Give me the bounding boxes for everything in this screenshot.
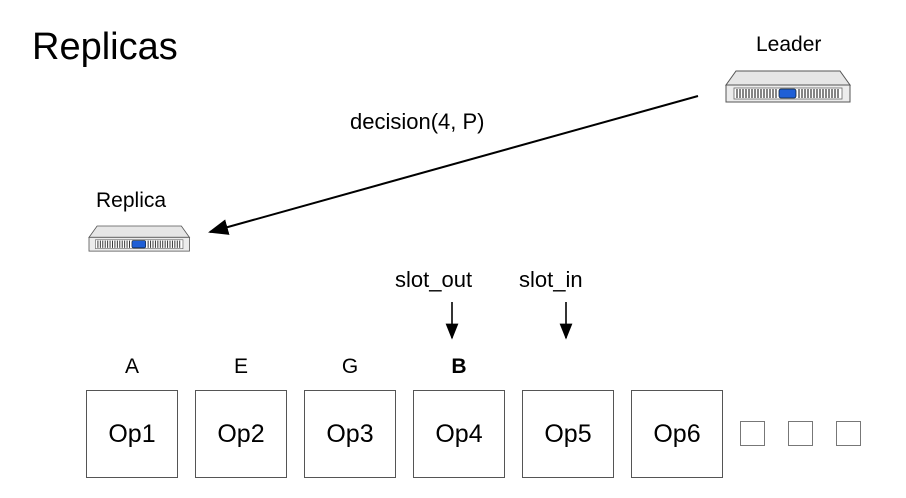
- empty-slot-box: [836, 421, 861, 446]
- empty-slot-box: [740, 421, 765, 446]
- decision-arrow: [208, 95, 699, 235]
- leader-server-icon: [725, 70, 851, 103]
- slot-command-label: B: [451, 355, 467, 378]
- slot-box: Op3: [304, 390, 396, 478]
- replica-label: Replica: [96, 189, 167, 212]
- replica-server-icon: [88, 225, 190, 252]
- message-label: decision(4, P): [350, 109, 485, 134]
- slot-box: Op4: [413, 390, 505, 478]
- slot-command-label: A: [124, 355, 139, 378]
- empty-slot-box: [788, 421, 813, 446]
- slot-box: Op6: [631, 390, 723, 478]
- slot-box: Op5: [522, 390, 614, 478]
- slot-out-label: slot_out: [395, 267, 473, 292]
- page-title: Replicas: [32, 26, 178, 68]
- leader-label: Leader: [756, 33, 822, 56]
- slot-in-label: slot_in: [519, 267, 583, 292]
- slot-command-label: G: [341, 355, 359, 378]
- slot-box: Op2: [195, 390, 287, 478]
- slot-box: Op1: [86, 390, 178, 478]
- slot-command-label: E: [233, 355, 248, 378]
